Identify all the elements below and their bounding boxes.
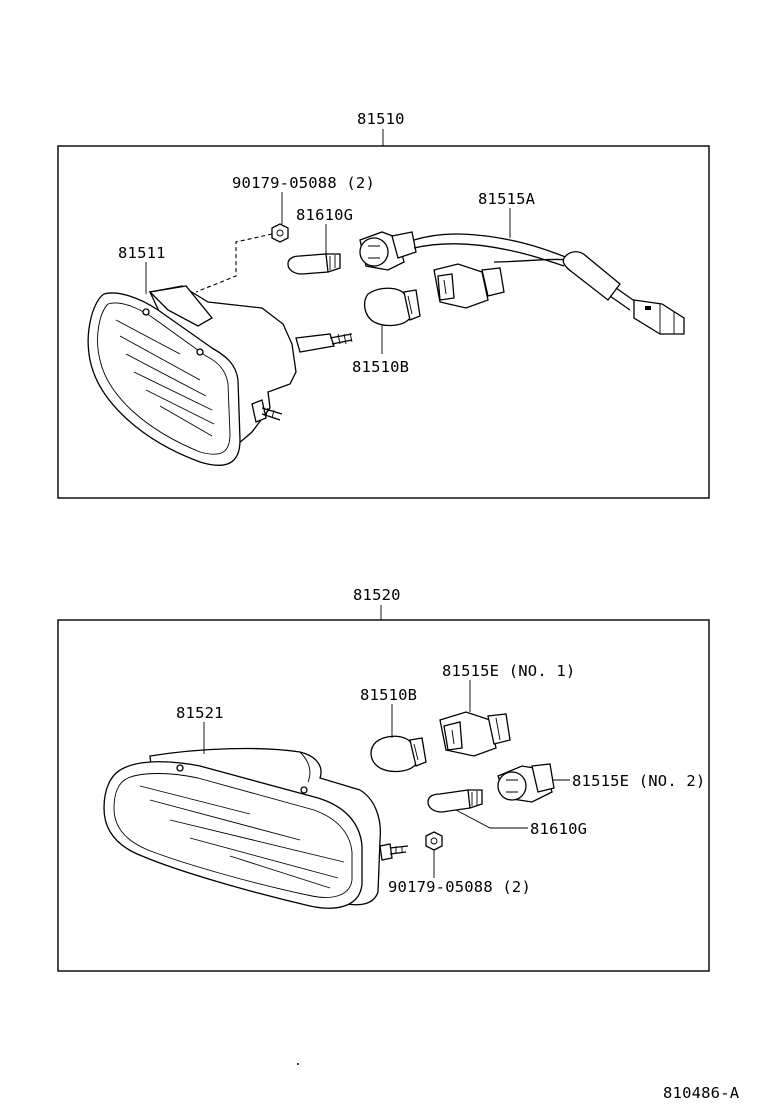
assembly-81520: 81520 81521 [57, 586, 710, 972]
part-label-small-bulb: 81610G [530, 820, 587, 838]
part-label-wire-harness: 81515A [478, 190, 536, 208]
part-label-lens-housing: 81521 [176, 704, 224, 722]
part-label-socket-no1: 81515E (NO. 1) [442, 662, 575, 680]
part-label-small-bulb: 81610G [296, 206, 353, 224]
large-bulb-icon [363, 287, 421, 327]
part-label-lens-housing: 81511 [118, 244, 166, 262]
part-label-large-bulb: 81510B [360, 686, 417, 704]
assembly-81510: 81510 [57, 110, 710, 499]
socket-no1-icon [439, 711, 511, 757]
assembly-frame [57, 145, 710, 499]
large-bulb-icon [370, 735, 427, 773]
figure-code: 810486-A [663, 1084, 740, 1102]
part-label-large-bulb: 81510B [352, 358, 409, 376]
assembly-number: 81520 [353, 586, 401, 604]
nut-icon [425, 831, 443, 851]
part-label-socket-no2: 81515E (NO. 2) [572, 772, 705, 790]
wire-harness-icon [359, 231, 685, 335]
part-label-nut: 90179-05088 (2) [232, 174, 375, 192]
small-bulb-icon [287, 253, 341, 275]
lamp-housing [103, 747, 409, 909]
nut-icon [271, 223, 289, 243]
assembly-number: 81510 [357, 110, 405, 128]
lamp-housing [87, 285, 353, 466]
assembly-frame [57, 619, 710, 972]
small-bulb-icon [427, 789, 483, 813]
socket-no2-icon [497, 763, 555, 803]
part-label-nut: 90179-05088 (2) [388, 878, 531, 896]
